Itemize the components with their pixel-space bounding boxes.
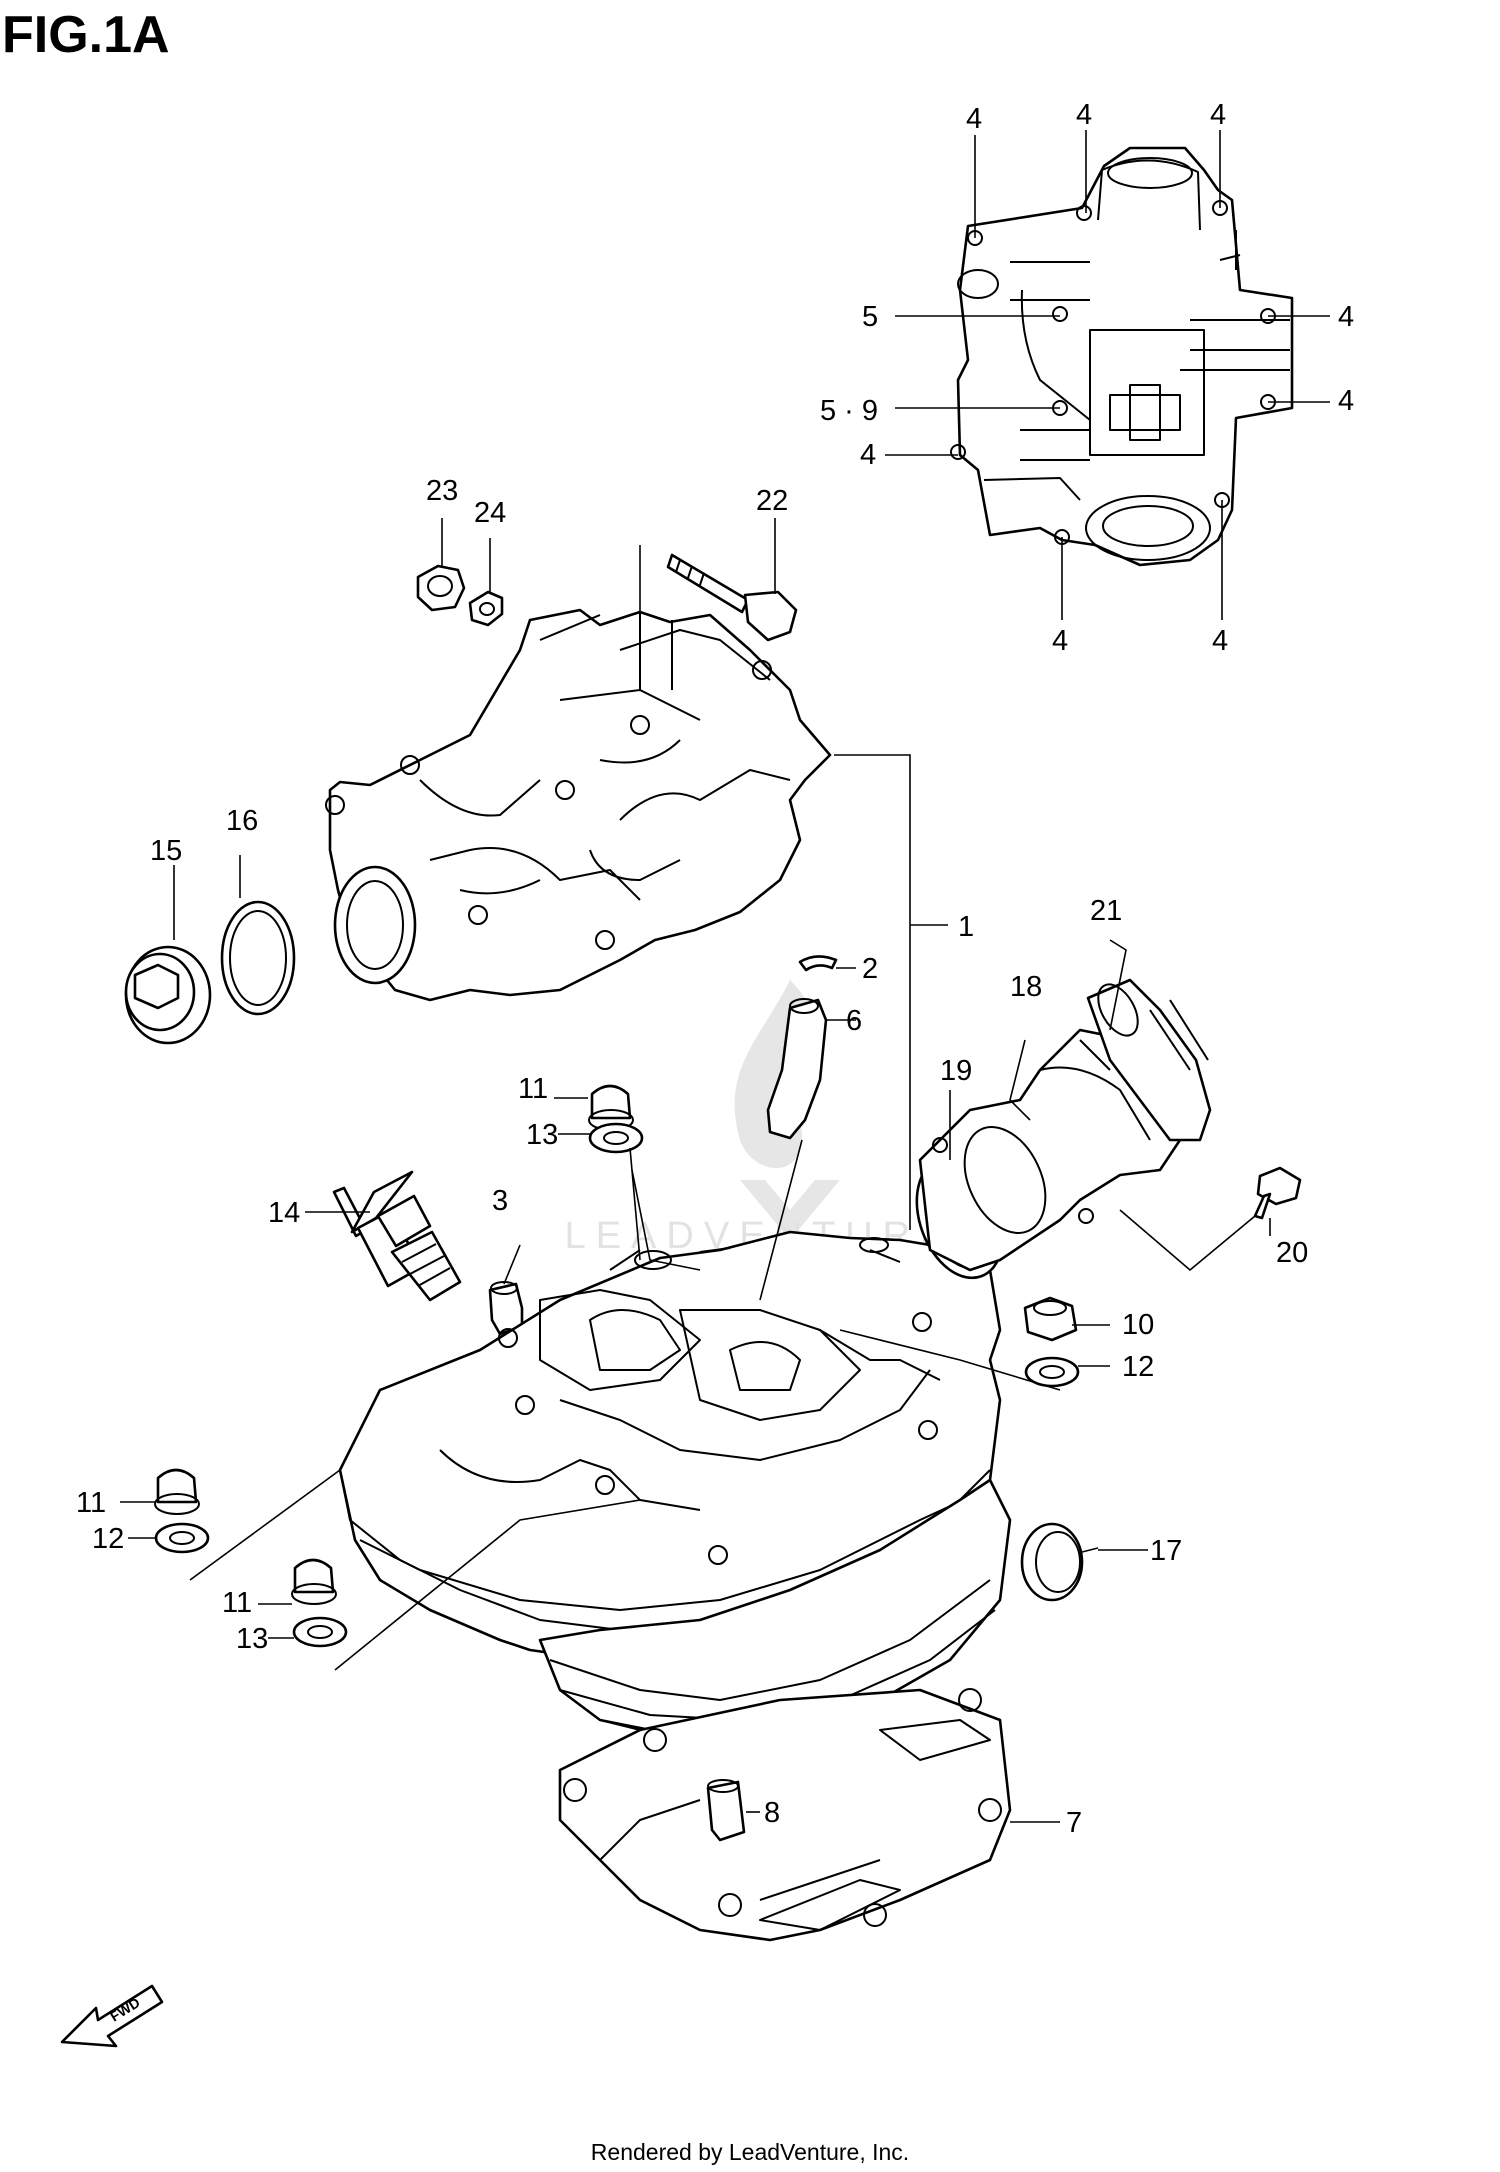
footer-credit: Rendered by LeadVenture, Inc. [591,2139,909,2165]
washer-13-upper [588,1122,644,1154]
leader-lines [120,130,1330,1823]
clip-2 [798,955,838,972]
nut-23 [416,564,466,612]
callout-18: 18 [1010,971,1042,1003]
fwd-arrow: FWD [60,1984,164,2048]
callout-15: 15 [150,835,182,867]
callout-22: 22 [756,485,788,517]
callout-4: 4 [966,103,982,135]
callout-11: 11 [76,1487,106,1519]
callout-17: 17 [1150,1535,1182,1567]
nut-10 [1023,1296,1078,1342]
cap-nut-11-upper [588,1084,634,1131]
callout-1: 1 [958,911,974,943]
cylinder-head-cover [325,608,832,1002]
callout-4: 4 [1338,385,1354,417]
callout-23: 23 [426,475,458,507]
intake-pipe-18 [918,1028,1182,1272]
washer-12-right [1024,1356,1080,1388]
callout-4: 4 [1076,99,1092,131]
cylinder-base-gasket-7 [558,1688,1012,1942]
callout-3: 3 [492,1185,508,1217]
callout-21: 21 [1090,895,1122,927]
callout-14: 14 [268,1197,300,1229]
callout-4: 4 [860,439,876,471]
callout-19: 19 [940,1055,972,1087]
callout-13: 13 [526,1119,558,1151]
callout-labels: 4 4 4 4 4 5 5 · 9 4 4 4 23 24 22 15 16 1… [76,99,1354,1839]
callout-4: 4 [1212,625,1228,657]
cap-nut-11-lower [291,1558,337,1605]
washer-12-left [154,1522,210,1554]
callout-4: 4 [1338,301,1354,333]
callout-2: 2 [862,953,878,985]
figure-title: FIG.1A [2,6,170,64]
cap-17 [1020,1522,1084,1602]
screw-20 [1253,1166,1302,1220]
callout-8: 8 [764,1797,780,1829]
callout-12: 12 [1122,1351,1154,1383]
bolt-22 [666,553,798,642]
spark-plug-14 [332,1170,462,1302]
guide-6 [766,998,828,1140]
dowel-pin-8 [706,1779,746,1842]
washer-13-lower [292,1616,348,1648]
callout-7: 7 [1066,1807,1082,1839]
cap-nut-11-left [154,1468,200,1515]
callout-5: 5 [862,301,878,333]
head-cover-bottom-view [950,146,1294,567]
o-ring-16 [220,900,296,1016]
callout-11: 11 [222,1587,252,1619]
cylinder-head [338,1230,1002,1662]
callout-12: 12 [92,1523,124,1555]
callout-11: 11 [518,1073,548,1105]
callout-5-9: 5 · 9 [820,395,878,427]
washer-24 [468,590,504,627]
callout-4: 4 [1052,625,1068,657]
clamp-21 [1086,978,1212,1142]
callout-6: 6 [846,1005,862,1037]
callout-13: 13 [236,1623,268,1655]
cap-15 [124,945,212,1045]
callout-16: 16 [226,805,258,837]
callout-4: 4 [1210,99,1226,131]
callout-10: 10 [1122,1309,1154,1341]
callout-24: 24 [474,497,506,529]
callout-20: 20 [1276,1237,1308,1269]
